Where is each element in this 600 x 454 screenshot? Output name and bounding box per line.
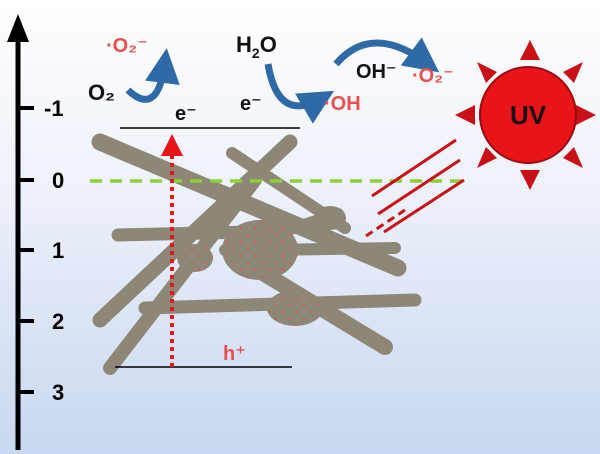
- tick-label-0: 0: [52, 168, 64, 193]
- tick-label-1: 1: [52, 238, 64, 263]
- conduction-electron-label: e⁻: [175, 103, 197, 125]
- tick-label-2: 2: [52, 309, 64, 334]
- superoxide-product-label: ·O₂⁻: [106, 35, 148, 57]
- superoxide-product-label-2: ·O₂⁻: [412, 65, 454, 87]
- excitation-arrow-head-icon: [161, 134, 183, 156]
- hydroxide-curved-arrow-icon: [333, 37, 440, 73]
- tick-label-3: 3: [52, 380, 64, 405]
- uv-light-beams: [365, 138, 465, 238]
- oxygen-reactant-label: O₂: [88, 80, 115, 105]
- hydroxyl-electron-label: e⁻: [240, 93, 262, 115]
- water-reactant-label: H2O: [236, 32, 277, 61]
- nanofiber-network: [91, 133, 422, 375]
- uv-label: UV: [510, 100, 547, 130]
- hydroxide-reaction: OH⁻ ·O₂⁻: [333, 37, 454, 87]
- hydroxide-reactant-label: OH⁻: [356, 61, 397, 83]
- valence-hole-label: h⁺: [223, 343, 246, 365]
- axis-arrow-up-icon: [7, 14, 29, 42]
- energy-axis: -1 0 1 2 3: [7, 14, 64, 450]
- superoxide-reaction: ·O₂⁻ O₂: [88, 35, 180, 105]
- hydroxyl-reaction: H2O e⁻ ·OH: [236, 32, 361, 124]
- uv-sun-icon: UV: [455, 40, 596, 190]
- superoxide-curved-arrow-icon: [125, 48, 180, 103]
- hydroxyl-product-label: ·OH: [324, 93, 361, 115]
- hydroxyl-curved-arrow-icon: [264, 63, 335, 124]
- tick-label-minus-1: -1: [44, 96, 64, 121]
